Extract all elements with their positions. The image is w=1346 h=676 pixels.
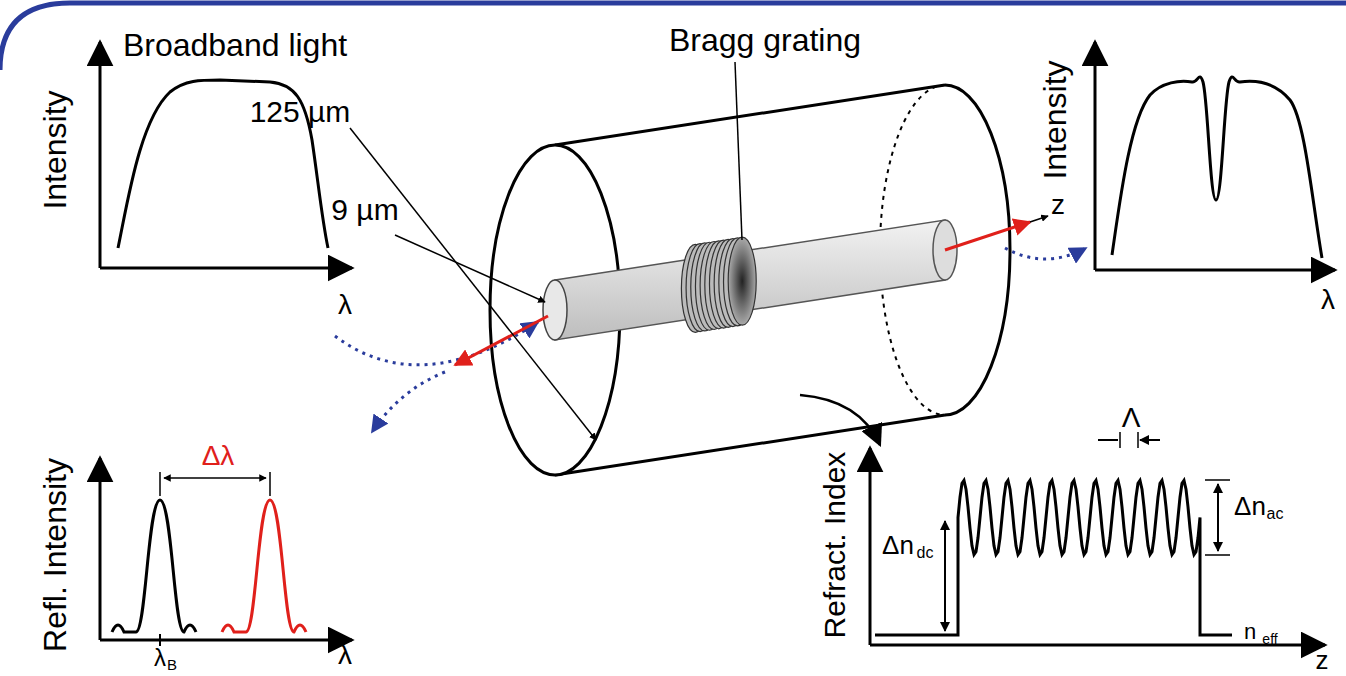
illustration-stroke [1112, 77, 1322, 258]
part-label: Bragg grating [669, 24, 861, 56]
zoom-arrow [800, 395, 880, 445]
dimension-label: 125 µm [250, 97, 351, 127]
bragg-grating [681, 237, 756, 332]
index-label: n [1244, 621, 1256, 643]
input-plot [100, 42, 352, 268]
transmitted-light-arrow [945, 222, 1030, 250]
illustration-stroke [100, 267, 352, 270]
plot-title: Broadband light [123, 29, 347, 61]
illustration-stroke [100, 639, 352, 642]
illustration-stroke [543, 280, 567, 340]
illustration-stroke [728, 237, 756, 325]
axis-label: λ [338, 641, 352, 669]
tick-subscript: B [167, 657, 177, 672]
illustration-stroke [1120, 432, 1138, 448]
illustration-stroke [1095, 269, 1335, 272]
illustration-stroke [869, 448, 872, 645]
axis-label: Intensity [1039, 60, 1071, 179]
illustration-stroke [555, 220, 945, 340]
dimension-label: 9 µm [331, 195, 398, 225]
illustration-stroke [159, 634, 161, 646]
illustration-stroke [870, 644, 1325, 647]
axis-label: Refract. Index [820, 452, 850, 639]
reflected-light-arrow [455, 316, 548, 365]
output-flow [1005, 248, 1086, 259]
illustration-stroke [1205, 480, 1230, 555]
grating-leader [735, 62, 742, 240]
reflection-flow [372, 372, 445, 432]
illustration-stroke [222, 500, 306, 632]
illustration-stroke [112, 500, 196, 632]
illustration-stroke [1094, 42, 1097, 270]
axis-label: z [1051, 191, 1065, 219]
illustration-stroke [160, 472, 270, 496]
modulation-label: Δn [1234, 493, 1266, 519]
period-label: Λ [1122, 404, 1141, 432]
axis-label: Refl. Intensity [39, 458, 71, 652]
fiber-core [543, 220, 957, 340]
modulation-subscript: ac [1267, 506, 1284, 522]
index-subscript: eff [1262, 632, 1277, 646]
illustration-stroke [1098, 439, 1160, 441]
fiber-cladding [490, 85, 1010, 475]
illustration-stroke [164, 477, 266, 479]
shift-label: Δλ [202, 442, 235, 470]
axis-label: Intensity [39, 90, 71, 209]
cladding-diameter-leader [350, 128, 596, 440]
axis-label: λ [338, 291, 352, 319]
illustration-stroke [875, 480, 1232, 635]
tick-label: λ [154, 646, 166, 670]
output-plot [1095, 42, 1335, 270]
axis-label: z [1316, 647, 1329, 673]
core-diameter-leader [395, 235, 545, 302]
axis-label: λ [1321, 286, 1335, 314]
illustration-stroke [944, 521, 946, 631]
illustration-stroke [1217, 484, 1219, 551]
illustration-stroke [99, 458, 102, 640]
illustration-stroke [99, 42, 102, 268]
offset-subscript: dc [917, 545, 934, 561]
illustration-stroke [555, 85, 945, 475]
slide-border [0, 3, 1346, 70]
reflection-plot [100, 458, 352, 646]
z-axis [1030, 216, 1048, 222]
index-profile-plot [870, 432, 1325, 645]
offset-label: Δn [882, 532, 914, 558]
